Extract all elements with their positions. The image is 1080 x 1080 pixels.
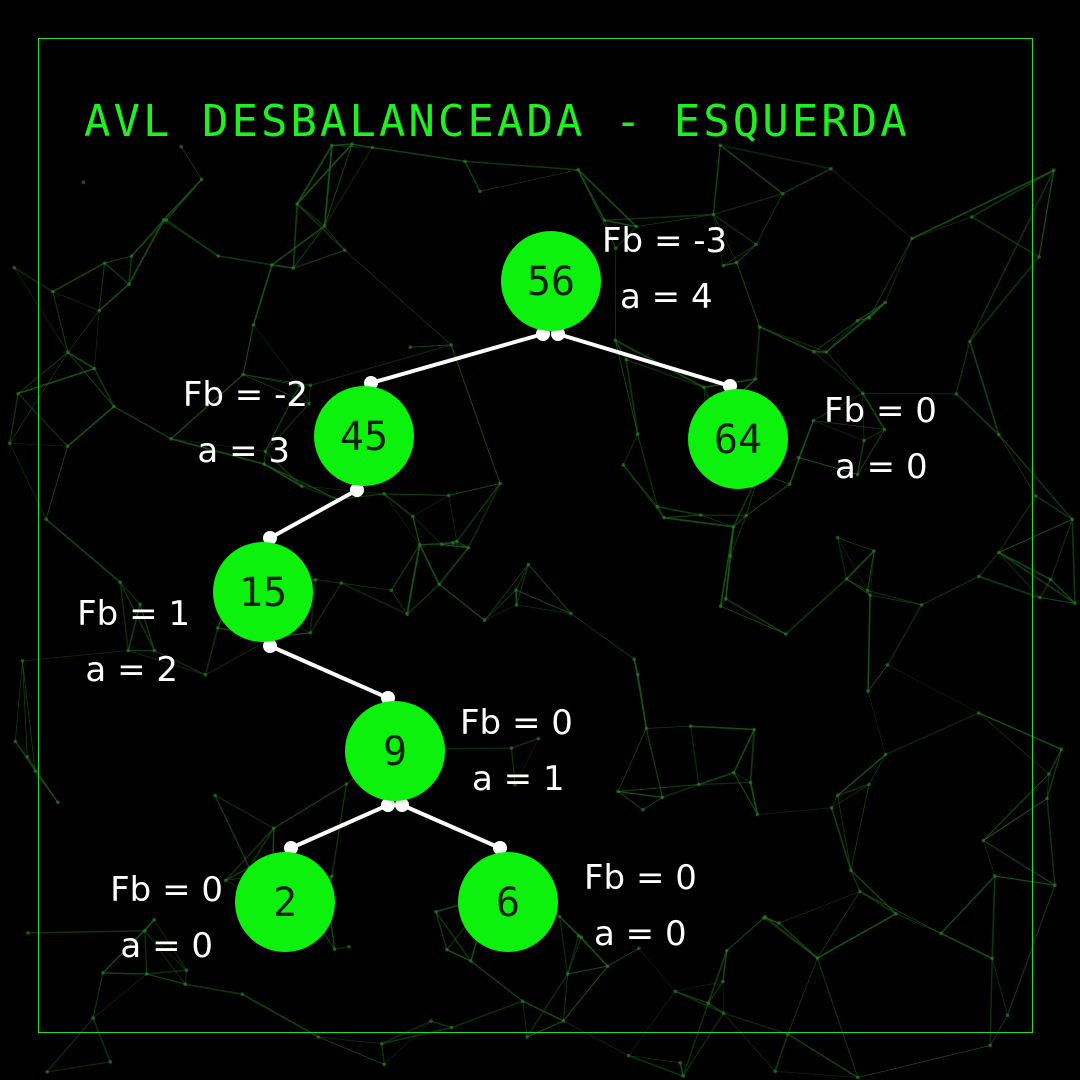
node-circle — [213, 542, 313, 642]
node-info-56: Fb = -3 a = 4 — [602, 221, 727, 317]
edge-start-dot — [263, 639, 277, 653]
edge-line — [290, 803, 389, 850]
balance-factor-label: Fb = 0 — [460, 703, 573, 743]
edge-line — [269, 644, 389, 700]
edge-line — [370, 332, 544, 385]
edge-line — [269, 488, 358, 540]
tree-node-2: 2 — [235, 852, 335, 952]
tree-node-15: 15 — [213, 542, 313, 642]
node-circle — [501, 231, 601, 331]
edge-start-dot — [350, 483, 364, 497]
balance-factor-label: Fb = 0 — [110, 870, 223, 910]
tree-node-56: 56 — [501, 231, 601, 331]
edge-end-dot — [493, 841, 507, 855]
tree-nodes: 56 45 64 15 9 2 6 — [213, 231, 788, 952]
node-value: 9 — [383, 729, 407, 775]
edge-line — [557, 332, 731, 388]
node-info-2: Fb = 0 a = 0 — [110, 870, 223, 966]
height-label: a = 4 — [620, 277, 713, 317]
height-label: a = 0 — [835, 447, 928, 487]
node-circle — [235, 852, 335, 952]
edge-end-dot — [263, 531, 277, 545]
node-value: 45 — [340, 414, 388, 460]
node-circle — [345, 701, 445, 801]
node-value: 6 — [496, 880, 520, 926]
diagram-title: AVL DESBALANCEADA - ESQUERDA — [84, 96, 910, 147]
edge-start-dot — [395, 798, 409, 812]
node-info-6: Fb = 0 a = 0 — [584, 858, 697, 954]
node-info-15: Fb = 1 a = 2 — [77, 594, 190, 690]
balance-factor-label: Fb = 1 — [77, 594, 190, 634]
height-label: a = 1 — [472, 759, 565, 799]
tree-node-6: 6 — [458, 852, 558, 952]
edge-end-dot — [284, 841, 298, 855]
edge-n56-n45 — [364, 327, 550, 390]
node-value: 56 — [527, 259, 575, 305]
node-info-9: Fb = 0 a = 1 — [460, 703, 573, 799]
height-label: a = 3 — [197, 431, 290, 471]
tree-node-64: 64 — [688, 389, 788, 489]
edge-n9-n2 — [284, 798, 395, 855]
edge-line — [401, 803, 501, 850]
tree-node-45: 45 — [314, 386, 414, 486]
node-value: 15 — [239, 570, 287, 616]
edge-start-dot — [381, 798, 395, 812]
tree-edges — [263, 327, 737, 855]
node-circle — [314, 386, 414, 486]
edge-n15-n9 — [263, 639, 395, 705]
edge-n45-n15 — [263, 483, 364, 545]
tree-node-9: 9 — [345, 701, 445, 801]
balance-factor-label: Fb = -3 — [602, 221, 727, 261]
height-label: a = 0 — [594, 914, 687, 954]
node-circle — [458, 852, 558, 952]
edge-n56-n64 — [551, 327, 737, 393]
node-circle — [688, 389, 788, 489]
node-info-45: Fb = -2 a = 3 — [183, 375, 308, 471]
border-frame — [38, 38, 1033, 1033]
node-info-64: Fb = 0 a = 0 — [824, 391, 937, 487]
height-label: a = 0 — [120, 926, 213, 966]
balance-factor-label: Fb = 0 — [824, 391, 937, 431]
node-info-labels: Fb = -3a = 4Fb = -2a = 3Fb = 0a = 0Fb = … — [77, 221, 937, 966]
edge-n9-n6 — [395, 798, 507, 855]
node-value: 64 — [714, 417, 762, 463]
height-label: a = 2 — [85, 650, 178, 690]
balance-factor-label: Fb = 0 — [584, 858, 697, 898]
balance-factor-label: Fb = -2 — [183, 375, 308, 415]
node-value: 2 — [273, 880, 297, 926]
